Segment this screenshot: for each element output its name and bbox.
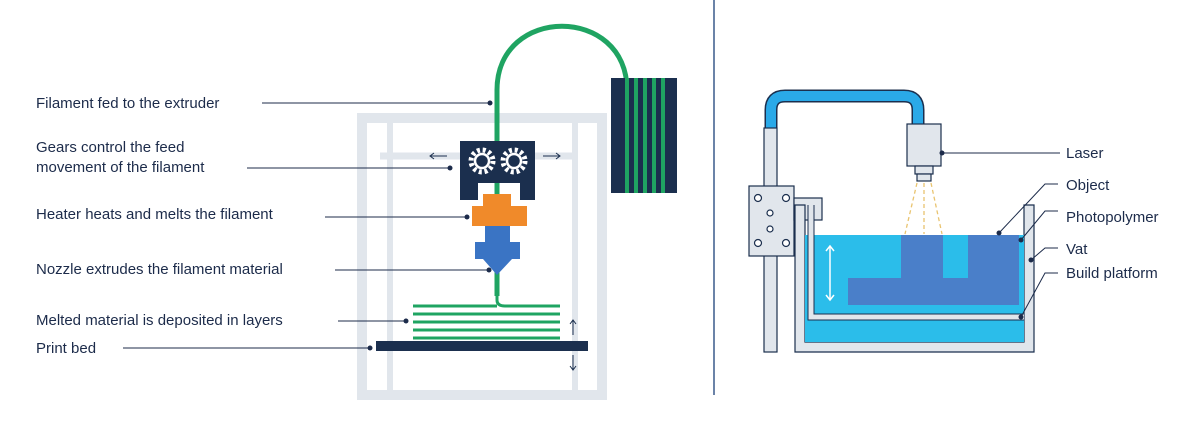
label-laser: Laser	[1066, 145, 1104, 162]
print-bed	[376, 341, 588, 351]
label-photopolymer: Photopolymer	[1066, 209, 1159, 226]
heater-block	[472, 194, 527, 226]
fdm-leaders	[123, 100, 493, 351]
printed-layers	[413, 304, 560, 340]
laser-cable	[764, 89, 925, 130]
label-heater: Heater heats and melts the filament	[36, 206, 274, 223]
bed-arrows-icon	[569, 319, 577, 371]
fdm-printer: Filament fed to the extruder Gears contr…	[36, 23, 677, 400]
printed-object	[848, 235, 1019, 305]
printer-frame	[357, 113, 607, 400]
label-object: Object	[1066, 177, 1110, 194]
label-print-bed: Print bed	[36, 340, 96, 357]
nozzle	[475, 226, 520, 275]
gear-right-icon	[500, 147, 528, 175]
extruded-bead	[495, 275, 560, 308]
label-vat: Vat	[1066, 241, 1088, 258]
label-build-platform: Build platform	[1066, 265, 1158, 282]
label-filament-feed: Filament fed to the extruder	[36, 95, 219, 112]
sla-printer: Laser Object Photopolymer Vat Build plat…	[748, 89, 1159, 353]
laser-head	[906, 123, 942, 182]
platform-motion-arrow-icon	[825, 244, 835, 302]
gear-left-icon	[468, 147, 496, 175]
label-nozzle: Nozzle extrudes the filament material	[36, 261, 283, 278]
label-gears-line1: Gears control the feed	[36, 139, 184, 156]
label-layers: Melted material is deposited in layers	[36, 312, 283, 329]
label-gears-line2: movement of the filament	[36, 159, 205, 176]
filament-spool	[611, 78, 677, 193]
filament	[494, 23, 630, 296]
laser-beams	[904, 182, 943, 235]
sla-leaders	[939, 150, 1060, 320]
carriage-arrows-icon	[429, 152, 561, 160]
